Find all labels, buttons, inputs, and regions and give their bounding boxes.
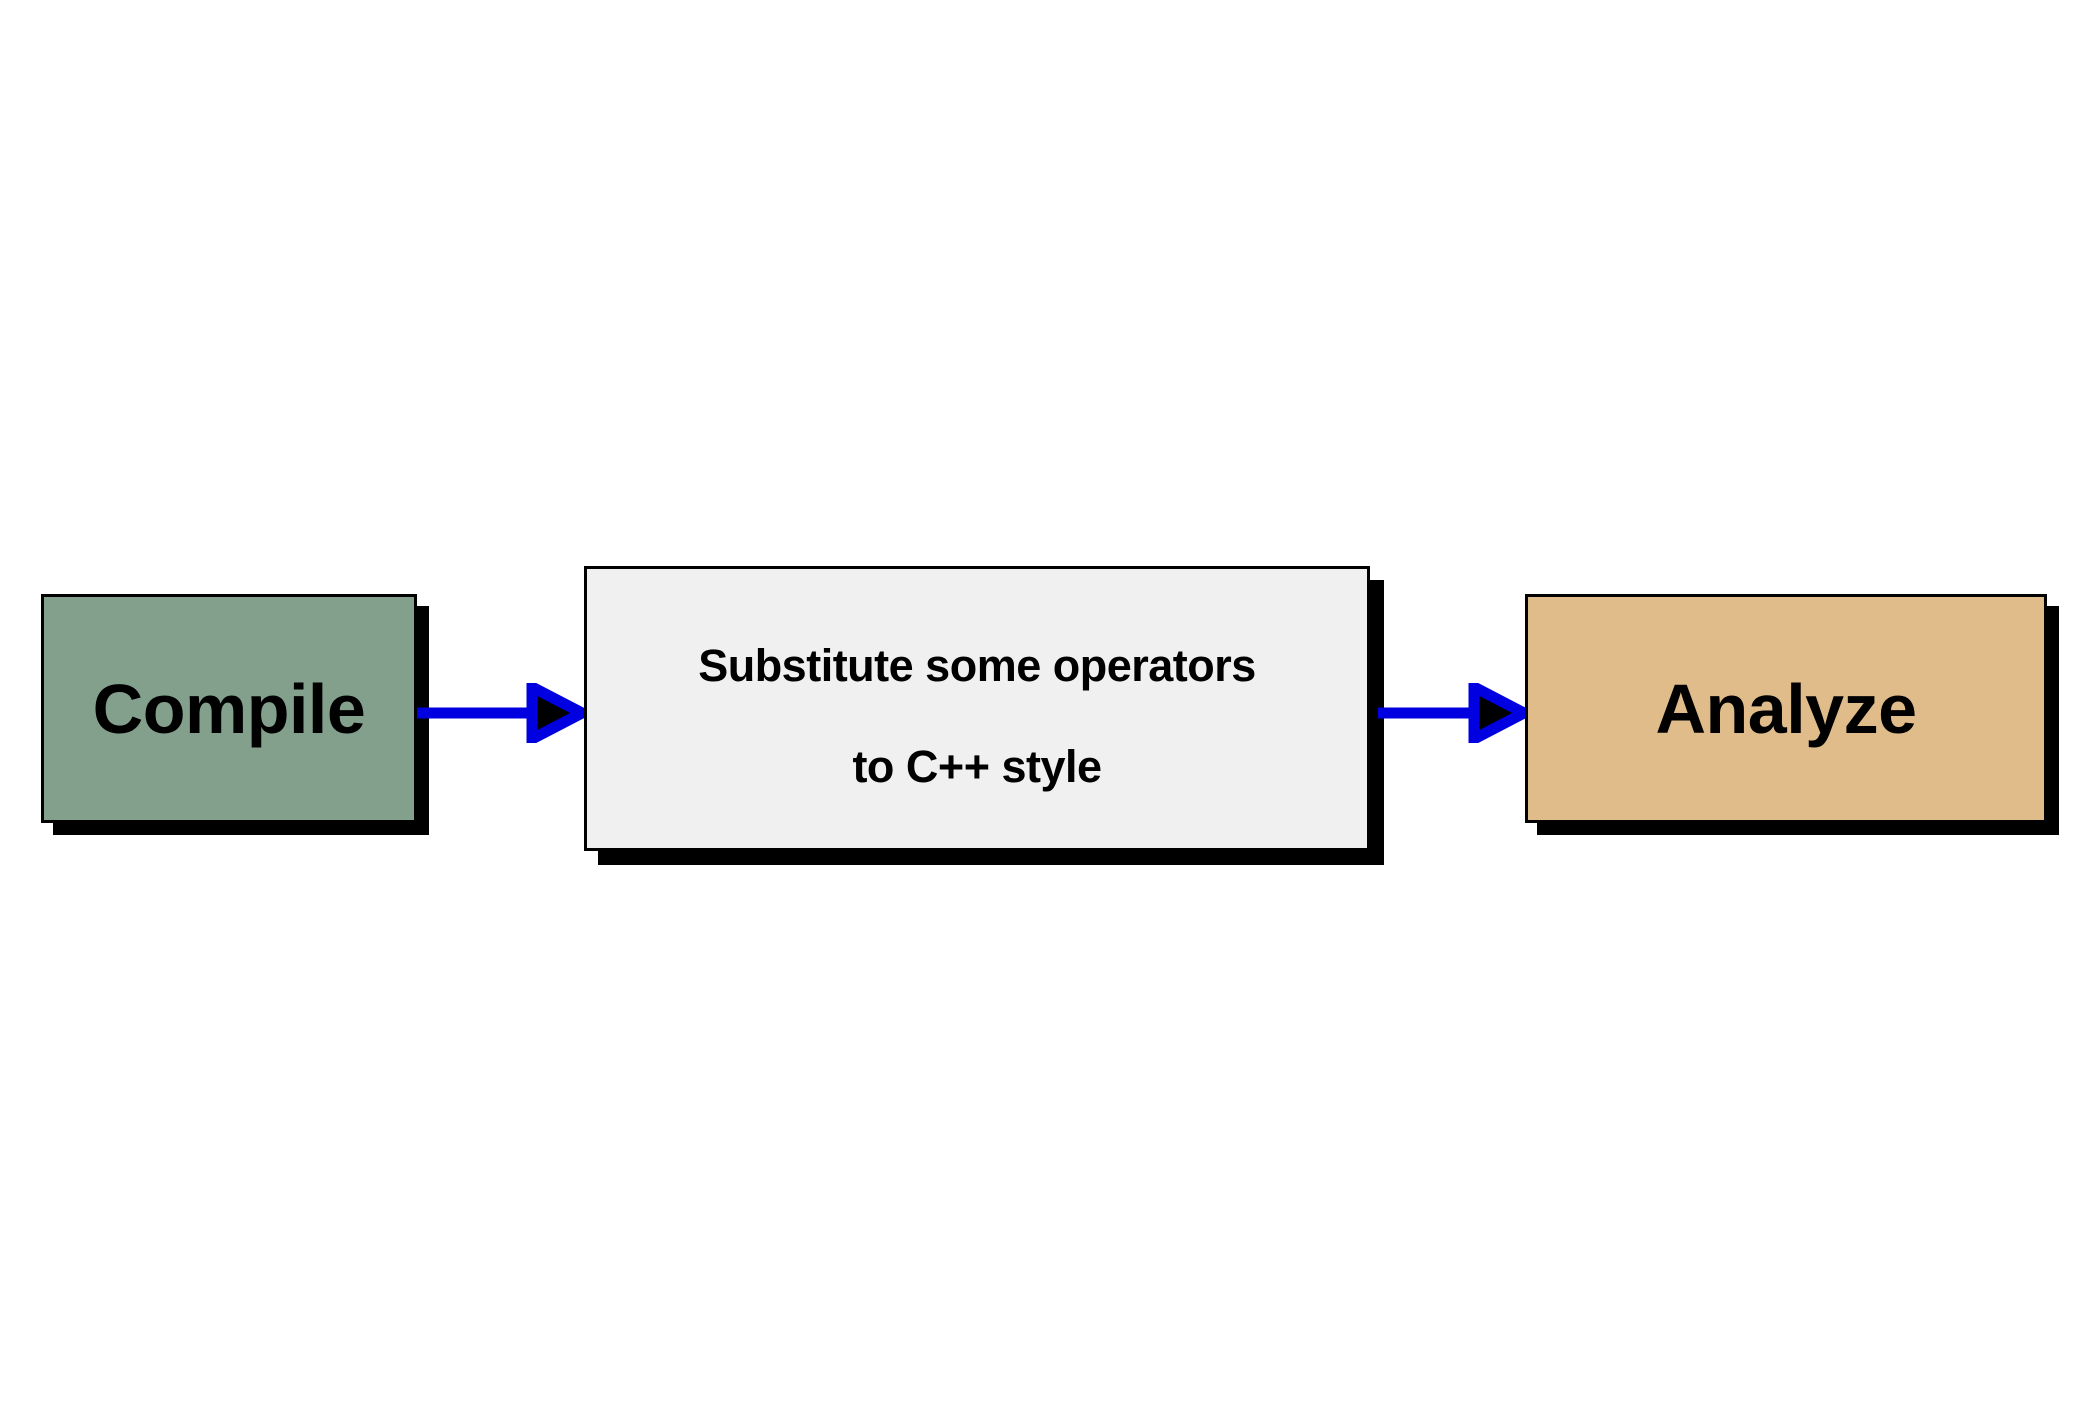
node-analyze-label: Analyze	[1655, 669, 1917, 748]
node-substitute-face: Substitute some operators to C++ style	[584, 566, 1370, 851]
node-substitute-label-line1: Substitute some operators	[698, 639, 1256, 691]
arrow-substitute-to-analyze	[1378, 683, 1530, 743]
node-compile-face: Compile	[41, 594, 417, 823]
arrowhead-icon	[1468, 683, 1530, 743]
node-analyze[interactable]: Analyze	[1525, 594, 2059, 835]
node-substitute[interactable]: Substitute some operators to C++ style	[584, 566, 1384, 865]
arrowhead-icon	[526, 683, 588, 743]
node-compile-label: Compile	[92, 669, 366, 748]
node-compile[interactable]: Compile	[41, 594, 429, 835]
node-substitute-label-line2: to C++ style	[852, 740, 1102, 792]
node-analyze-face: Analyze	[1525, 594, 2047, 823]
arrow-compile-to-substitute	[416, 683, 588, 743]
